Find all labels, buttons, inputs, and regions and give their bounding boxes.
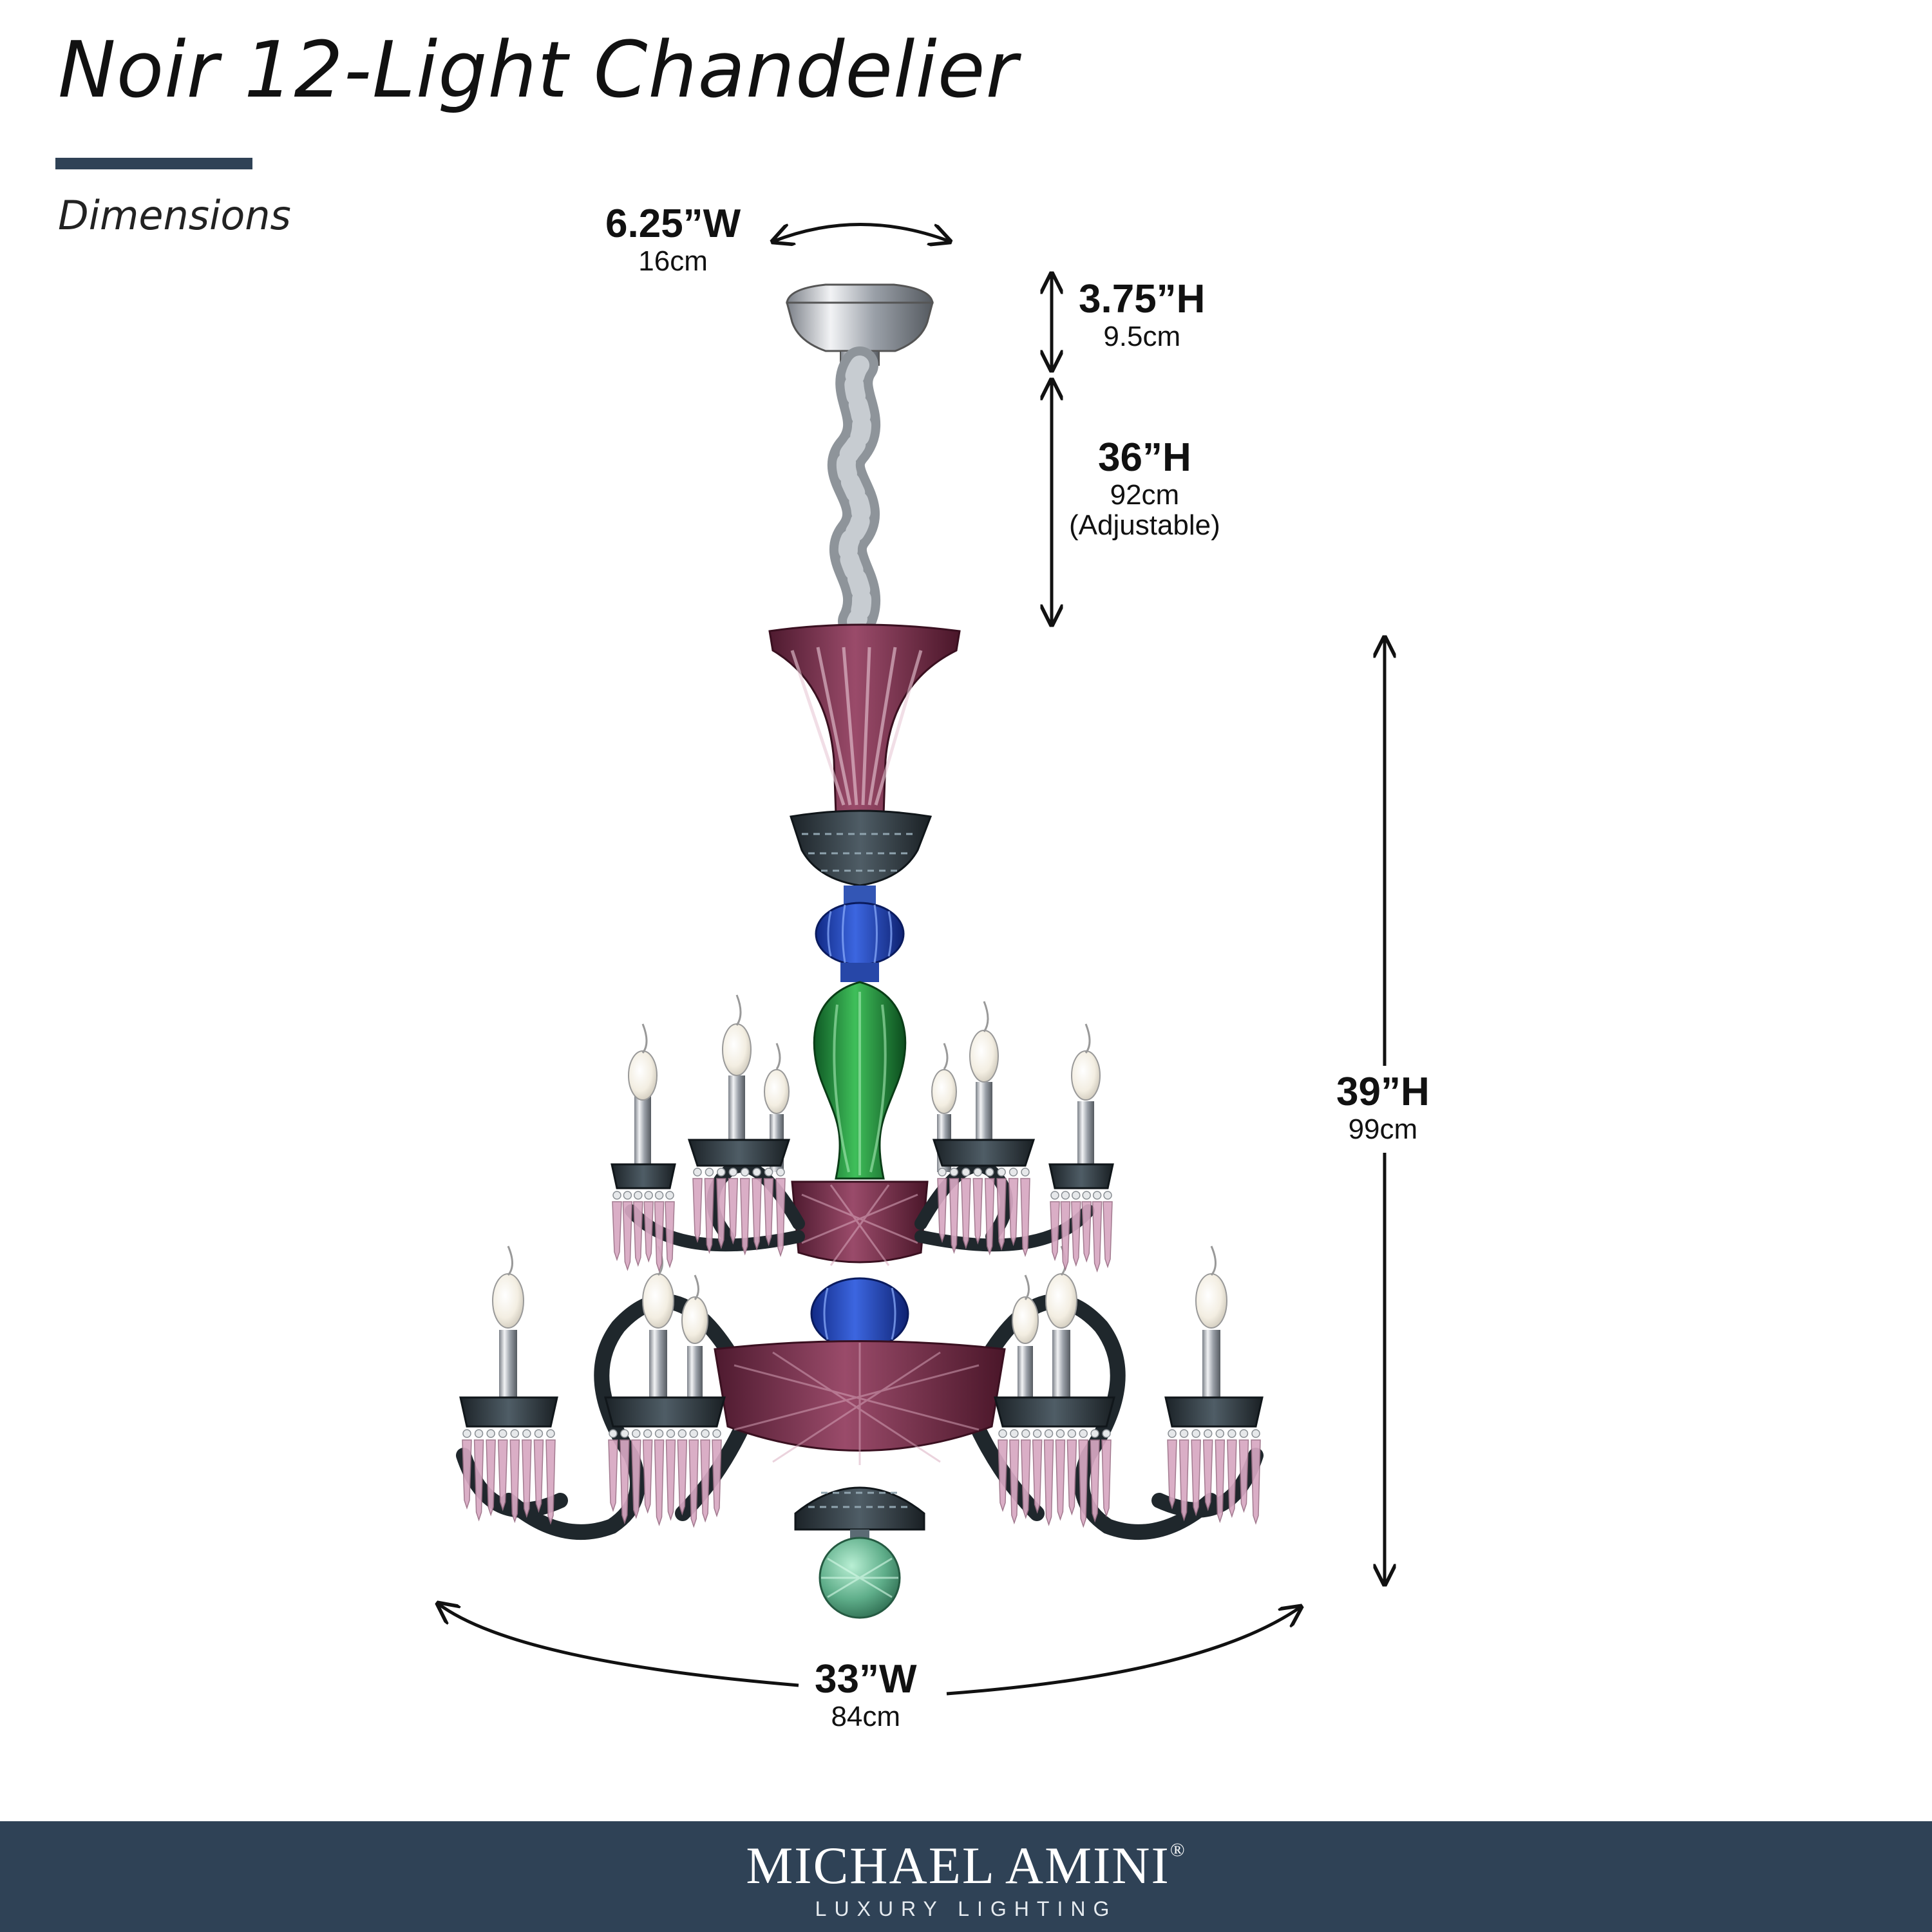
lower-bobeche-2	[604, 1396, 726, 1428]
chain-sleeve	[827, 346, 881, 640]
body-height-label: 39”H 99cm	[1336, 1070, 1430, 1145]
upper-bobeche-1	[611, 1163, 676, 1189]
bobeches	[459, 1139, 1264, 1428]
brand-tagline: LUXURY LIGHTING	[815, 1897, 1117, 1920]
candles	[492, 994, 1227, 1417]
upper-smoke-bobeche	[790, 810, 933, 887]
canopy-width-arrow	[773, 223, 950, 242]
dimension-arrows	[438, 223, 1385, 1696]
upper-bobeche-3	[932, 1139, 1036, 1167]
canopy-height-metric: 9.5cm	[1103, 320, 1181, 352]
registered-mark: ®	[1170, 1839, 1186, 1861]
brand-logo: MICHAEL AMINI®	[0, 1835, 1932, 1896]
title-underline	[55, 158, 252, 169]
lower-candle-2	[642, 1245, 674, 1414]
upper-candle-6	[1071, 1023, 1101, 1172]
canopy-width-imperial: 6.25”W	[605, 202, 741, 246]
body-width-metric: 84cm	[831, 1700, 901, 1732]
upper-candle-2	[722, 994, 752, 1153]
lower-candle-5	[1045, 1245, 1077, 1414]
crystal-drops	[462, 1178, 1261, 1528]
upper-amethyst-bowl	[791, 1180, 929, 1266]
page-subtitle: Dimensions	[58, 192, 291, 239]
body-height-metric: 99cm	[1348, 1113, 1418, 1145]
lower-candle-3	[681, 1274, 708, 1417]
lower-candle-6	[1195, 1245, 1227, 1414]
body-width-label: 33”W 84cm	[815, 1658, 916, 1732]
brand-footer: MICHAEL AMINI® LUXURY LIGHTING	[0, 1821, 1932, 1932]
chain-height-label: 36”H 92cm (Adjustable)	[1069, 435, 1220, 542]
lower-bobeche-1	[459, 1396, 558, 1428]
upper-candle-1	[628, 1023, 658, 1166]
canopy-width-label: 6.25”W 16cm	[605, 202, 741, 277]
lower-candle-4	[1012, 1274, 1039, 1417]
canopy-width-metric: 16cm	[638, 245, 708, 277]
canopy-height-label: 3.75”H 9.5cm	[1079, 278, 1205, 352]
brand-name: MICHAEL AMINI	[746, 1836, 1170, 1895]
lower-candle-1	[492, 1245, 524, 1414]
body-width-arrow-left	[438, 1604, 799, 1687]
body-height-imperial: 39”H	[1336, 1070, 1430, 1114]
lower-bobeche-3	[994, 1396, 1115, 1428]
chain-height-imperial: 36”H	[1098, 435, 1191, 480]
crystal-beads	[462, 1168, 1260, 1438]
chain-height-metric: 92cm	[1110, 478, 1180, 511]
upper-bobeche-4	[1048, 1163, 1114, 1189]
upper-candle-5	[969, 1001, 999, 1159]
cobalt-collar	[840, 963, 879, 982]
lower-bobeche-4	[1164, 1396, 1264, 1428]
body-width-arrow-right	[946, 1607, 1301, 1696]
emerald-baluster	[813, 981, 907, 1180]
lower-amethyst-bowl	[714, 1340, 1006, 1465]
body-width-imperial: 33”W	[815, 1657, 917, 1701]
mint-finial	[819, 1537, 901, 1619]
top-amethyst-vase	[768, 623, 961, 816]
bottom-smoke-dome	[794, 1486, 925, 1531]
cobalt-knop-lower	[810, 1277, 909, 1350]
chain-height-note: (Adjustable)	[1069, 509, 1220, 542]
page-title: Noir 12-Light Chandelier	[58, 26, 1018, 115]
upper-bobeche-2	[687, 1139, 791, 1167]
chandelier-illustration	[0, 223, 1932, 1696]
cobalt-knop-upper	[815, 902, 905, 966]
canopy-height-imperial: 3.75”H	[1079, 277, 1206, 321]
